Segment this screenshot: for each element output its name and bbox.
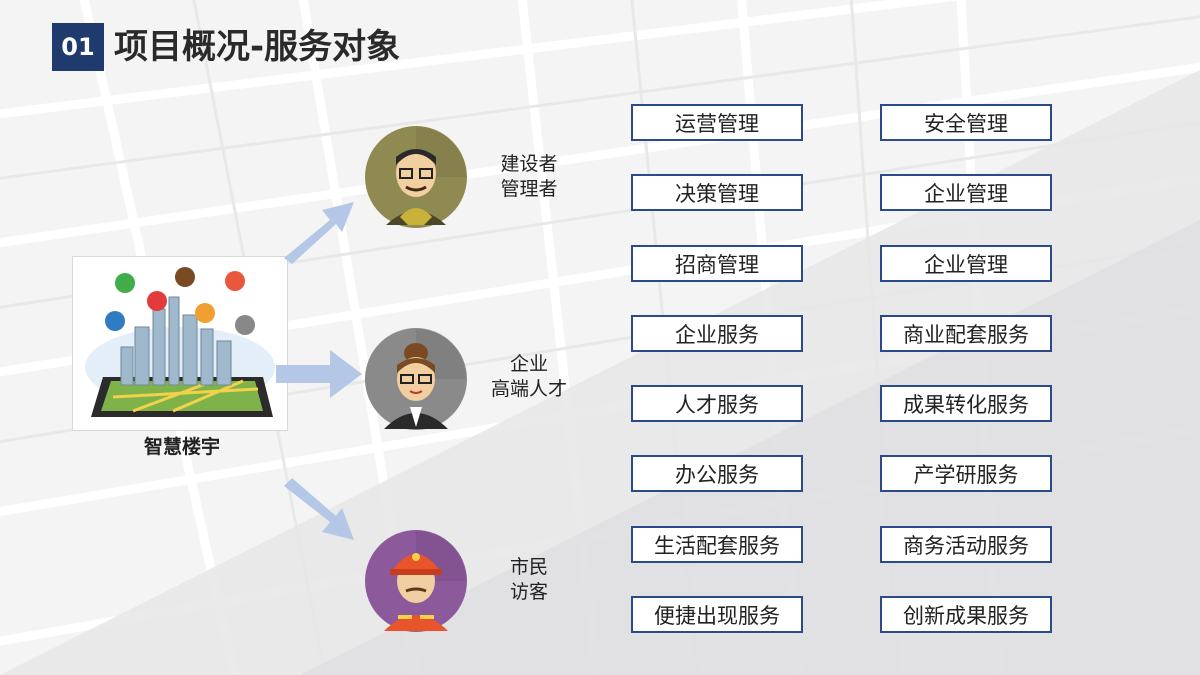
smart-building-illustration	[85, 267, 275, 417]
arrow-right-icon	[276, 350, 362, 398]
service-box[interactable]: 成果转化服务	[880, 385, 1052, 422]
role-line-1: 建设者	[500, 153, 558, 175]
role-label-builder-manager: 建设者 管理者	[474, 152, 584, 202]
service-box[interactable]: 商业配套服务	[880, 315, 1052, 352]
flow-arrows	[276, 202, 362, 540]
service-box[interactable]: 创新成果服务	[880, 596, 1052, 633]
service-box[interactable]: 安全管理	[880, 104, 1052, 141]
role-label-enterprise-talent: 企业 高端人才	[474, 352, 584, 402]
role-line-2: 高端人才	[490, 378, 567, 400]
service-box[interactable]: 人才服务	[631, 385, 803, 422]
arrow-down-right-icon	[284, 478, 354, 540]
service-box[interactable]: 企业管理	[880, 245, 1052, 282]
service-box[interactable]: 产学研服务	[880, 455, 1052, 492]
talent-avatar-icon	[365, 328, 467, 430]
service-box[interactable]: 办公服务	[631, 455, 803, 492]
role-line-2: 管理者	[500, 178, 558, 200]
arrow-up-right-icon	[284, 202, 354, 264]
service-box[interactable]: 商务活动服务	[880, 526, 1052, 563]
role-line-1: 市民	[509, 556, 548, 578]
visitor-avatar-icon	[365, 530, 467, 632]
service-box[interactable]: 企业管理	[880, 174, 1052, 211]
service-box[interactable]: 决策管理	[631, 174, 803, 211]
service-box[interactable]: 生活配套服务	[631, 526, 803, 563]
page-title: 项目概况-服务对象	[114, 27, 401, 67]
service-box[interactable]: 运营管理	[631, 104, 803, 141]
service-box[interactable]: 企业服务	[631, 315, 803, 352]
smart-building-label: 智慧楼宇	[143, 436, 220, 458]
role-label-citizen-visitor: 市民 访客	[474, 555, 584, 605]
role-line-2: 访客	[509, 581, 548, 603]
smart-building-card	[72, 256, 288, 431]
role-line-1: 企业	[509, 353, 548, 375]
section-number-badge: 01	[52, 23, 104, 71]
manager-avatar-icon	[365, 126, 467, 228]
service-box[interactable]: 招商管理	[631, 245, 803, 282]
smart-pin-icon	[105, 267, 255, 335]
service-box[interactable]: 便捷出现服务	[631, 596, 803, 633]
